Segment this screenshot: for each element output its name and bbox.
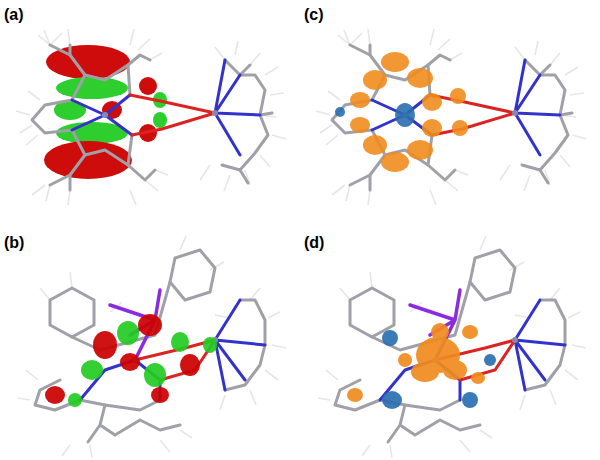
spin-density-c-part bbox=[450, 88, 466, 104]
spin-density-d-part bbox=[382, 391, 402, 409]
spin-density-d-part bbox=[443, 360, 467, 380]
spin-density-c-part bbox=[407, 140, 433, 160]
orbital-lobes-b-part bbox=[171, 332, 189, 352]
spin-density-d-part bbox=[462, 392, 478, 408]
orbital-lobes-a-part bbox=[153, 112, 167, 128]
spin-density-d-part bbox=[347, 388, 363, 402]
spin-density-c bbox=[335, 52, 468, 172]
molecule-d bbox=[318, 236, 586, 458]
molecule-c bbox=[316, 29, 586, 205]
orbital-lobes-b-part bbox=[45, 386, 65, 404]
panel-label: (b) bbox=[4, 234, 24, 252]
orbital-lobes-b-part bbox=[138, 314, 162, 336]
panel-label: (a) bbox=[4, 6, 24, 24]
orbital-lobes-a-part bbox=[139, 77, 157, 95]
spin-density-d-part bbox=[484, 354, 496, 366]
spin-density-c-part bbox=[350, 92, 370, 108]
spin-density-c-part bbox=[363, 135, 387, 155]
molecule-a bbox=[16, 29, 286, 205]
orbital-lobes-b bbox=[45, 314, 217, 407]
spin-density-d-part bbox=[471, 372, 485, 384]
spin-density-d-part bbox=[398, 353, 412, 367]
spin-density-c-part bbox=[395, 103, 415, 127]
orbital-lobes-b-part bbox=[144, 363, 166, 387]
orbital-lobes-a-part bbox=[56, 77, 128, 99]
orbital-lobes-b-part bbox=[180, 354, 200, 376]
orbital-lobes-b-part bbox=[120, 353, 140, 371]
spin-density-c-part bbox=[363, 70, 387, 90]
spin-density-c-part bbox=[381, 52, 409, 72]
molecule-b bbox=[18, 236, 286, 458]
orbital-lobes-b-part bbox=[117, 321, 139, 345]
orbital-lobes-b-part bbox=[151, 387, 169, 403]
orbital-lobes-b-part bbox=[81, 360, 103, 380]
spin-density-c-part bbox=[422, 119, 442, 137]
spin-density-c-part bbox=[335, 107, 345, 117]
orbital-lobes-b-part bbox=[93, 331, 117, 359]
panel-label: (d) bbox=[304, 234, 324, 252]
spin-density-d-part bbox=[411, 362, 439, 382]
spin-density-d bbox=[347, 323, 496, 409]
spin-density-c-part bbox=[452, 120, 468, 136]
orbital-lobes-b-part bbox=[203, 337, 217, 353]
spin-density-d-part bbox=[431, 323, 449, 341]
orbital-lobes-b-part bbox=[68, 393, 82, 407]
spin-density-c-part bbox=[350, 117, 370, 133]
orbital-lobes-a bbox=[44, 45, 167, 179]
spin-density-d-part bbox=[382, 330, 398, 346]
spin-density-c-part bbox=[407, 68, 433, 88]
spin-density-c-part bbox=[422, 93, 442, 111]
panel-label: (c) bbox=[304, 6, 324, 24]
spin-density-d-part bbox=[462, 325, 478, 339]
spin-density-c-part bbox=[381, 152, 409, 172]
